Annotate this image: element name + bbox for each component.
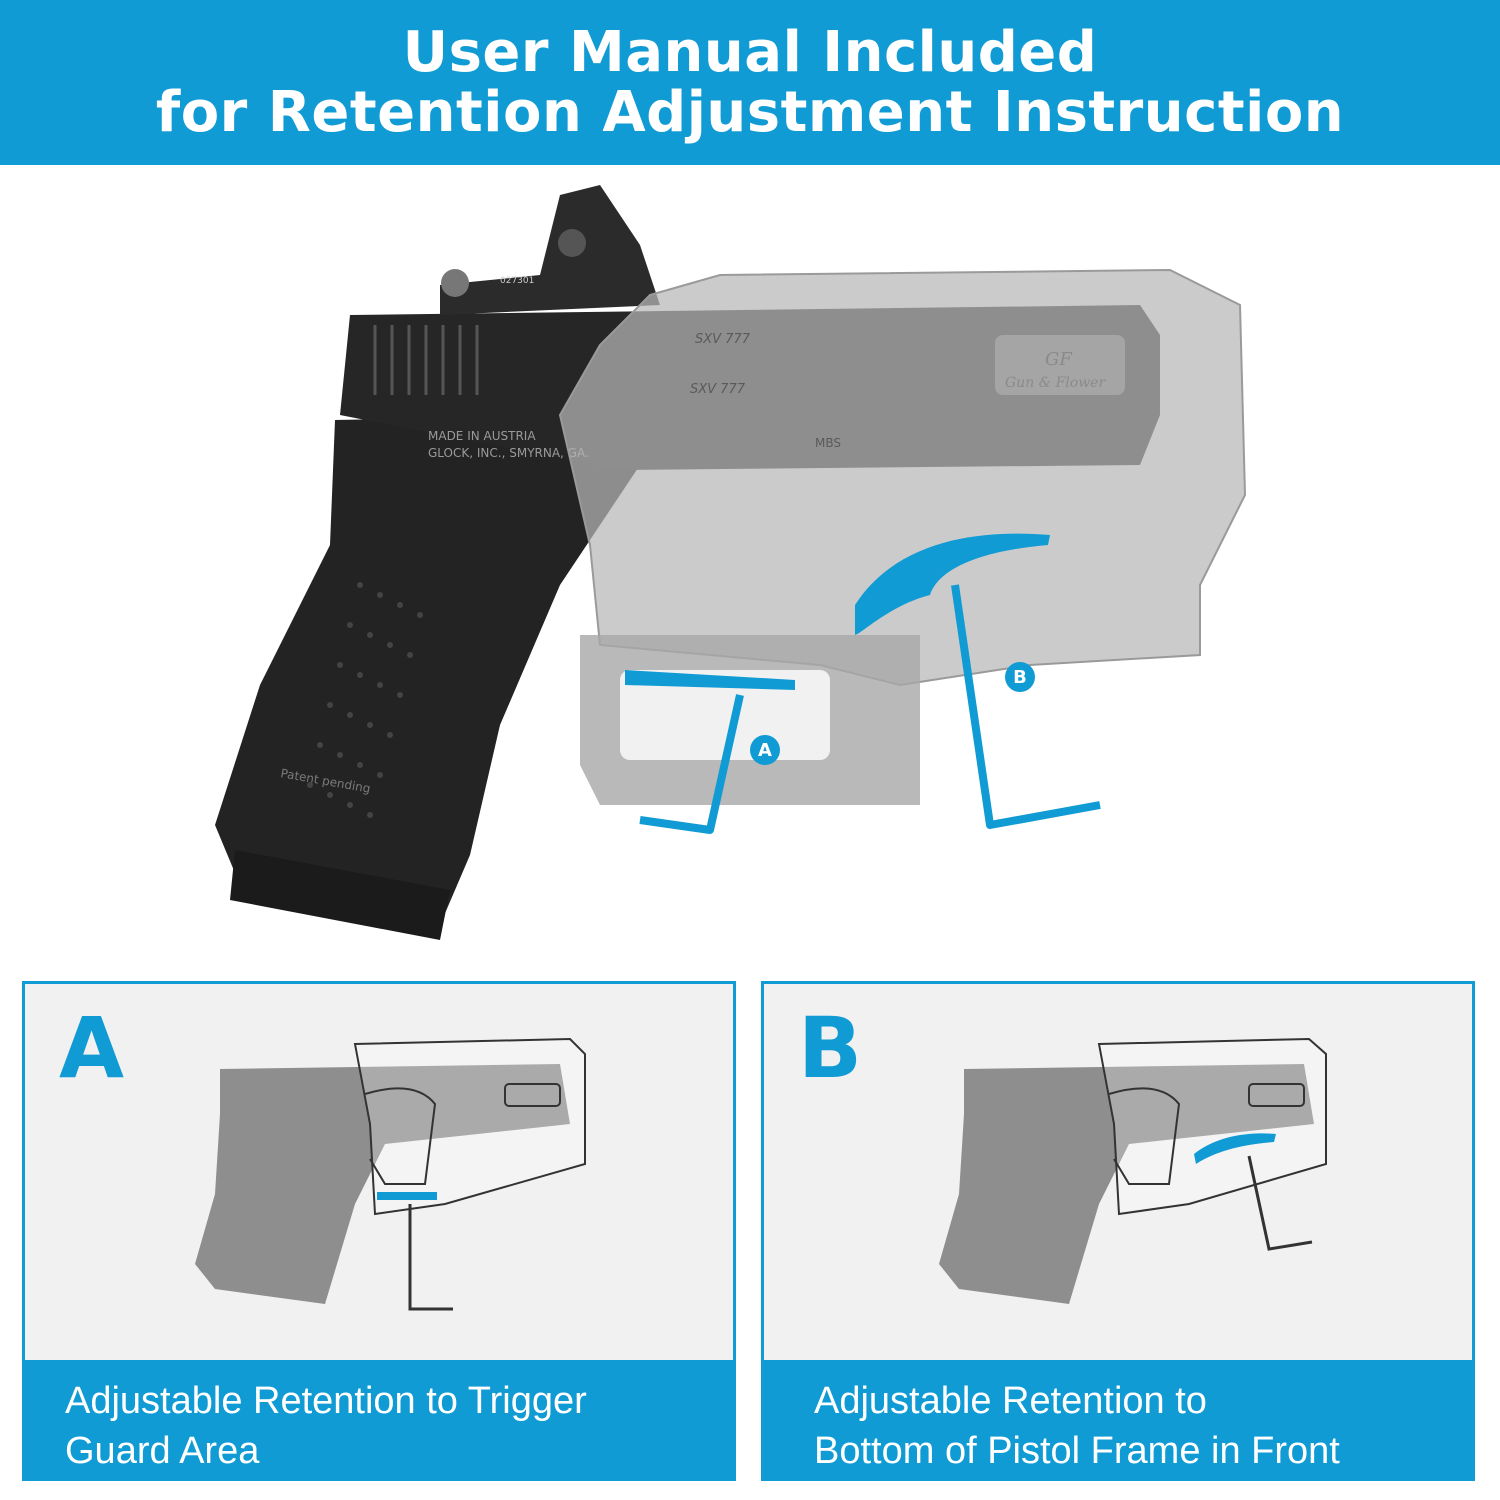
panel-b-slot [1248, 1083, 1305, 1107]
panel-a-caption-line2: Guard Area [65, 1430, 260, 1472]
panel-a-letter: A [59, 999, 125, 1097]
panel-b-caption-line2: Bottom of Pistol Frame in Front [814, 1430, 1340, 1472]
panel-b: B Adjustable Retention to Bottom of Pist… [761, 981, 1475, 1481]
panel-b-holster-outline [1097, 1037, 1327, 1216]
paddle-slot [620, 670, 830, 760]
retention-pad-a [625, 670, 795, 690]
optic-dial-icon [441, 269, 469, 297]
mbs-mark: MBS [815, 436, 841, 450]
header-title-line1: User Manual Included [402, 19, 1098, 85]
panel-b-retention-pad [1194, 1133, 1276, 1164]
panel-b-caption: Adjustable Retention to Bottom of Pistol… [764, 1360, 1472, 1478]
marker-b-label: B [1013, 667, 1027, 688]
holster-brand-2: Gun & Flower [1005, 375, 1106, 391]
panel-a-caption-line1: Adjustable Retention to Trigger [65, 1380, 587, 1422]
panel-a-retention-pad [377, 1192, 437, 1200]
panel-b-letter: B [798, 999, 863, 1097]
panel-a-slot [504, 1083, 561, 1107]
panel-a: A Adjustable Retention to Trigger Guard … [22, 981, 736, 1481]
panel-a-caption: Adjustable Retention to Trigger Guard Ar… [25, 1360, 733, 1478]
holster-brand-1: GF [1045, 349, 1073, 370]
panel-a-illustration [195, 1037, 586, 1311]
holster-brand-plate [995, 335, 1125, 395]
frame-engraving-1: MADE IN AUSTRIA [428, 429, 536, 443]
magazine-base [230, 850, 450, 940]
optic-screw-icon [558, 229, 586, 257]
pistol-grip [215, 415, 640, 925]
panel-a-hex-key [408, 1204, 453, 1311]
frame-engraving-2: GLOCK, INC., SMYRNA, GA. [428, 446, 589, 460]
holster-shell [558, 268, 1247, 687]
panel-b-caption-line1: Adjustable Retention to [814, 1380, 1207, 1422]
marker-b-badge [1005, 662, 1035, 692]
header-title-line2: for Retention Adjustment Instruction [155, 79, 1345, 145]
grip-texture [307, 582, 423, 818]
retention-pad-b [855, 533, 1050, 635]
panel-b-trigger-guard [1108, 1087, 1181, 1185]
header-banner: User Manual Included for Retention Adjus… [0, 0, 1500, 165]
panel-a-holster-outline [353, 1037, 586, 1216]
marker-a-label: A [758, 740, 772, 761]
panel-b-pistol [939, 1064, 1314, 1304]
hero-illustration: 027301 MADE IN AUSTRIA GLOCK, INC., SMYR… [215, 185, 1247, 940]
hex-key-a [639, 694, 744, 834]
panel-b-illustration [939, 1037, 1327, 1304]
marker-a-badge [750, 735, 780, 765]
slide-engraving-2: SXV 777 [690, 382, 746, 397]
slide-engraving-1: SXV 777 [695, 332, 751, 347]
slide-serrations [373, 325, 479, 395]
panel-a-pistol [195, 1064, 570, 1304]
panel-b-hex-key [1247, 1155, 1313, 1251]
panel-a-trigger-guard [364, 1087, 437, 1185]
red-dot-optic [440, 185, 660, 315]
optic-serial: 027301 [500, 276, 534, 286]
hex-key-b [951, 584, 1101, 829]
